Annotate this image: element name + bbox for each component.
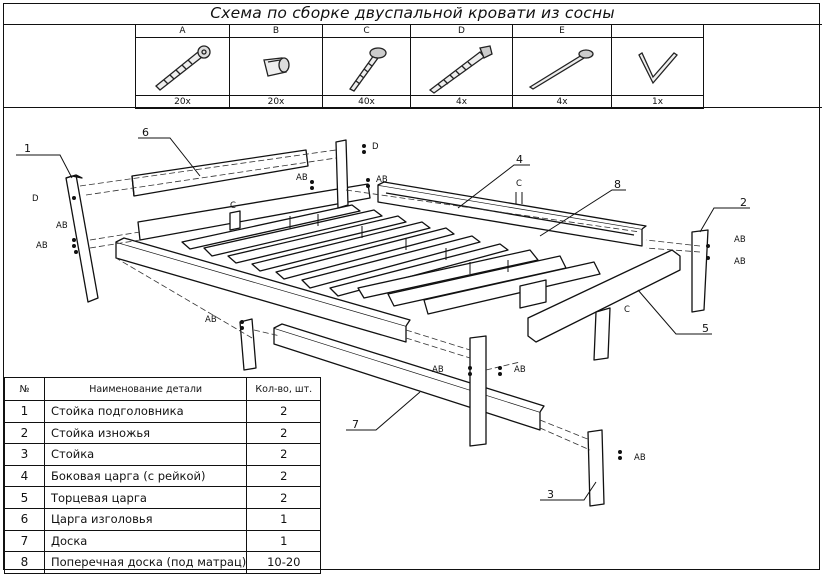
mark-c-3: C	[624, 305, 630, 315]
row-name: Поперечная доска (под матрац)	[43, 551, 248, 574]
row-qty: 10-20	[246, 551, 322, 574]
callout-1: 1	[24, 142, 31, 155]
mark-ab-7: AB	[205, 315, 217, 325]
post-mid-front	[469, 335, 487, 447]
row-qty: 2	[246, 443, 322, 466]
mark-d-2: D	[32, 194, 39, 204]
mark-ab-2: AB	[36, 241, 48, 251]
fastener-qty-key: 1x	[611, 95, 704, 109]
callout-7: 7	[352, 418, 359, 431]
mark-c-2: C	[516, 179, 522, 189]
row-qty: 2	[246, 421, 322, 445]
row-name: Стойка	[43, 443, 248, 466]
post-foot-front	[587, 429, 605, 507]
mark-ab-1: AB	[56, 221, 68, 231]
row-num: 7	[4, 529, 45, 553]
table-row: 1 Стойка подголовника 2	[4, 400, 322, 423]
sheet-title: Схема по сборке двуспальной кровати из с…	[210, 4, 615, 22]
side-rail-back	[377, 181, 647, 247]
post-foot-right	[691, 229, 709, 313]
post-headboard-right	[335, 139, 349, 209]
spec-header-name: Наименование детали	[43, 377, 248, 401]
mark-c-1: C	[230, 201, 236, 211]
mark-d-1: D	[372, 142, 379, 152]
post-mid-left	[239, 318, 257, 371]
fastener-dots	[72, 144, 710, 460]
callout-8: 8	[614, 178, 621, 191]
hex-key-icon	[611, 37, 704, 96]
barrel-nut-icon	[229, 37, 323, 96]
post-right-mid	[593, 307, 611, 361]
table-row: 6 Царга изголовья 1	[4, 507, 322, 531]
row-qty: 1	[246, 507, 322, 531]
fastener-qty-e: 4x	[512, 95, 612, 109]
side-rail-front	[115, 237, 411, 343]
row-qty: 2	[246, 400, 322, 423]
row-name: Стойка изножья	[43, 421, 248, 445]
table-row: 4 Боковая царга (с рейкой) 2	[4, 464, 322, 488]
confirmat-screw-icon	[135, 37, 230, 96]
callout-4: 4	[516, 153, 523, 166]
spec-header-num: №	[4, 377, 45, 401]
fastener-qty-d: 4x	[410, 95, 513, 109]
mark-ab-10: AB	[634, 453, 646, 463]
headboard-rail	[131, 149, 309, 197]
nail-icon	[512, 37, 612, 96]
callout-5: 5	[702, 322, 709, 335]
callout-3: 3	[547, 488, 554, 501]
row-num: 1	[4, 400, 45, 423]
mark-ab-4: AB	[376, 175, 388, 185]
row-qty: 2	[246, 464, 322, 488]
center-support	[519, 279, 547, 309]
mark-ab-8: AB	[432, 365, 444, 375]
spec-header-qty: Кол-во, шт.	[246, 377, 322, 401]
row-num: 6	[4, 507, 45, 531]
table-row: 8 Поперечная доска (под матрац) 10-20	[4, 551, 322, 574]
callout-6: 6	[142, 126, 149, 139]
mark-ab-5: AB	[734, 235, 746, 245]
callout-2: 2	[740, 196, 747, 209]
row-name: Царга изголовья	[43, 507, 248, 531]
table-row: 2 Стойка изножья 2	[4, 421, 322, 445]
screw-arrows	[289, 192, 523, 274]
row-qty: 2	[246, 486, 322, 509]
fastener-table: A B C D E	[135, 24, 704, 109]
table-row: 7 Доска 1	[4, 529, 322, 553]
post-small-c	[229, 210, 241, 231]
long-screw-icon	[410, 37, 513, 96]
row-name: Доска	[43, 529, 248, 553]
mark-ab-3: AB	[296, 173, 308, 183]
spec-table: № Наименование детали Кол-во, шт. 1 Стой…	[4, 377, 322, 574]
leader-lines	[16, 137, 750, 501]
row-num: 2	[4, 421, 45, 445]
drawing-frame	[3, 3, 820, 570]
row-name: Стойка подголовника	[43, 400, 248, 423]
row-num: 4	[4, 464, 45, 488]
side-rail-front-left	[137, 183, 371, 241]
table-row: 5 Торцевая царга 2	[4, 486, 322, 509]
table-row: 3 Стойка 2	[4, 443, 322, 466]
row-num: 5	[4, 486, 45, 509]
row-num: 8	[4, 551, 45, 574]
slats	[181, 204, 601, 315]
assembly-guides	[79, 149, 701, 451]
mark-ab-9: AB	[514, 365, 526, 375]
row-name: Торцевая царга	[43, 486, 248, 509]
row-num: 3	[4, 443, 45, 466]
mark-ab-6: AB	[734, 257, 746, 267]
post-headboard-left	[65, 174, 99, 303]
row-name: Боковая царга (с рейкой)	[43, 464, 248, 488]
row-qty: 1	[246, 529, 322, 553]
